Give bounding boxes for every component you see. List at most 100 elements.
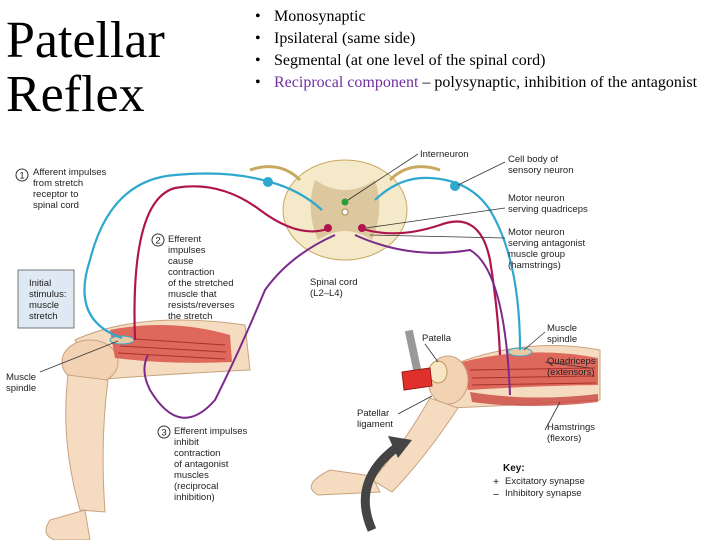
step-line: receptor to: [33, 189, 78, 200]
dorsal-root-left: [249, 165, 302, 182]
step-line: of antagonist: [174, 459, 229, 470]
bullet-text: – polysynaptic, inhibition of the antago…: [418, 74, 698, 91]
leader-motor-quadriceps: [365, 207, 506, 229]
bullet-text: Segmental (at one level of the spinal co…: [274, 52, 546, 69]
dorsal-root-right: [388, 165, 441, 182]
leader-patella: [424, 343, 439, 363]
label-patellar-ligament-line: ligament: [357, 419, 393, 430]
bullet-item: Segmental (at one level of the spinal co…: [255, 50, 717, 72]
step-line: cause: [168, 256, 193, 267]
bullet-item: Ipsilateral (same side): [255, 28, 717, 50]
sensory-pathway: [83, 172, 522, 351]
right-shin: [371, 397, 459, 493]
kick-motion-arrowhead: [388, 436, 412, 458]
leader-lines: [39, 153, 591, 431]
step-2-callout: 2 Efferent impulses cause contraction of…: [151, 233, 235, 322]
label-motor-quadriceps-line: serving quadriceps: [508, 204, 588, 215]
stimulus-line: muscle: [29, 300, 59, 311]
right-leg-illustration: [310, 345, 601, 496]
left-calf-lower: [45, 509, 91, 540]
label-motor-antagonist-line: muscle group: [508, 249, 565, 260]
left-quadriceps-muscle: [110, 325, 232, 363]
step-3-callout: 3 Efferent impulses inhibit contraction …: [157, 425, 247, 503]
step-line: resists/reverses: [168, 300, 235, 311]
step-badge: [157, 425, 171, 439]
label-patella: Patella: [422, 333, 452, 344]
initial-stimulus-bg: [17, 269, 75, 329]
leader-ligament: [397, 395, 433, 415]
left-muscle-fibers: [117, 337, 227, 360]
slide-title: Patellar Reflex: [6, 14, 226, 122]
label-spinal-cord-line: (L2–L4): [310, 288, 343, 299]
bullet-text: Monosynaptic: [274, 8, 366, 25]
patellar-reflex-diagram: 1 Afferent impulses from stretch recepto…: [6, 149, 601, 540]
motor-pathway: [133, 185, 511, 419]
leader-hamstrings: [544, 401, 561, 431]
key-inhibitory-label: Inhibitory synapse: [505, 488, 582, 499]
inhibitory-path-left: [143, 234, 336, 419]
step-line: impulses: [168, 245, 206, 256]
efferent-path-right: [359, 220, 502, 356]
bullet-text: Ipsilateral (same side): [274, 30, 416, 47]
hammer-handle: [404, 329, 424, 381]
label-cell-body-line: sensory neuron: [508, 165, 573, 176]
step-1-callout: 1 Afferent impulses from stretch recepto…: [15, 167, 106, 211]
bullet-list: Monosynaptic Ipsilateral (same side) Seg…: [255, 6, 717, 94]
label-motor-antagonist-line: serving antagonist: [508, 238, 585, 249]
key-title: Key:: [503, 463, 525, 474]
step-number: 1: [19, 171, 24, 182]
label-quadriceps-line: Quadriceps: [547, 356, 596, 367]
label-spinal-cord-line: Spinal cord: [310, 277, 358, 288]
right-muscle-fibers: [469, 367, 597, 386]
afferent-path-right: [374, 176, 522, 351]
step-badge: [151, 233, 165, 247]
label-cell-body-line: Cell body of: [508, 154, 559, 165]
step-line: Efferent: [168, 234, 201, 245]
diagram-key: Key: + Excitatory synapse – Inhibitory s…: [493, 463, 585, 500]
step-line: Efferent impulses: [174, 426, 247, 437]
step-line: contraction: [168, 267, 214, 278]
bullet-highlight: Reciprocal component: [274, 74, 419, 91]
afferent-path-left: [83, 172, 323, 340]
label-quadriceps-line: (extensors): [547, 367, 595, 378]
slide-title-line-2: Reflex: [6, 66, 145, 123]
bullet-item: Monosynaptic: [255, 6, 717, 28]
stimulus-line: Initial: [29, 278, 51, 289]
motor-neuron-left: [324, 224, 332, 232]
hammer-head: [401, 367, 433, 391]
kick-motion-arrow: [360, 441, 403, 532]
leader-motor-antagonist: [369, 234, 506, 239]
label-patellar-ligament-line: Patellar: [357, 408, 389, 419]
excitatory-symbol: +: [493, 477, 499, 488]
step-number: 3: [161, 428, 166, 439]
label-interneuron: Interneuron: [420, 149, 469, 160]
label-hamstrings-line: Hamstrings: [547, 422, 595, 433]
label-motor-antagonist-line: (hamstrings): [508, 260, 561, 271]
initial-stimulus-box: Initial stimulus: muscle stretch: [17, 269, 75, 329]
label-muscle-spindle-right-line: spindle: [547, 334, 577, 345]
leader-spindle-left: [39, 340, 119, 373]
key-excitatory-label: Excitatory synapse: [505, 476, 585, 487]
step-line: the stretch: [168, 311, 212, 322]
label-motor-quadriceps-line: Motor neuron: [508, 193, 565, 204]
sensory-cell-body-right: [450, 181, 460, 191]
step-line: muscle that: [168, 289, 217, 300]
right-hamstring-muscle: [470, 392, 598, 406]
bullet-item: Reciprocal component – polysynaptic, inh…: [255, 72, 717, 94]
label-muscle-spindle-left-line: Muscle: [6, 372, 36, 383]
label-muscle-spindle-right-line: Muscle: [547, 323, 577, 334]
step-line: inhibition): [174, 492, 215, 503]
step-line: inhibit: [174, 437, 199, 448]
motor-neuron-right: [358, 224, 366, 232]
stimulus-line: stretch: [29, 311, 58, 322]
right-quadriceps-muscle: [462, 352, 598, 390]
step-badge: [15, 168, 29, 182]
slide-title-line-1: Patellar: [6, 12, 165, 69]
left-shin: [65, 374, 109, 513]
central-canal: [341, 208, 349, 216]
label-muscle-spindle-left-line: spindle: [6, 383, 36, 394]
left-leg-illustration: [45, 319, 251, 540]
sensory-cell-body-left: [263, 177, 273, 187]
step-line: (reciprocal: [174, 481, 218, 492]
leader-cell-body: [457, 161, 506, 186]
